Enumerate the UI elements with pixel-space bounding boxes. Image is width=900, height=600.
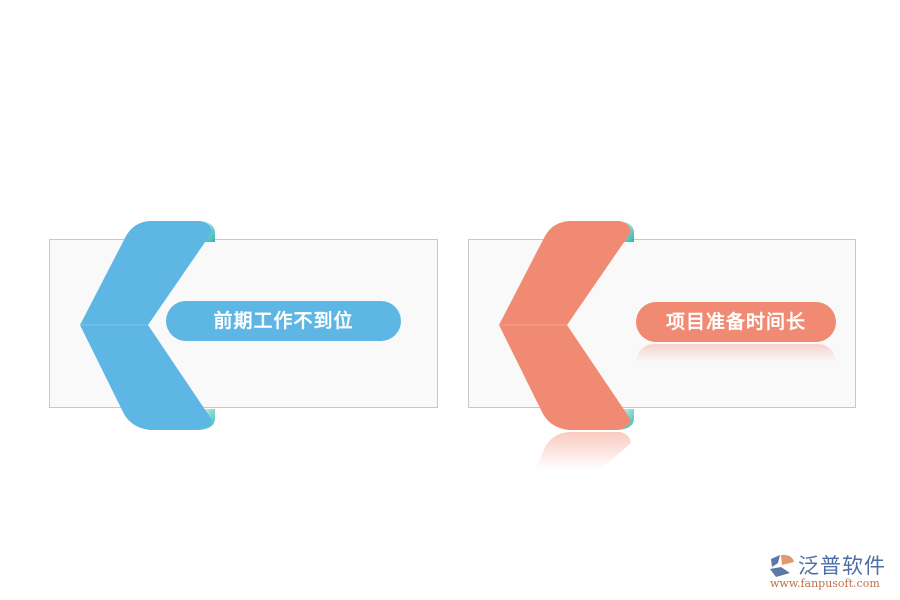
brand-logo: 泛普软件 www.fanpusoft.com bbox=[768, 553, 894, 595]
logo-name: 泛普软件 bbox=[798, 554, 886, 578]
label-pill-2: 项目准备时间长 bbox=[636, 302, 836, 342]
fanpu-logo-icon bbox=[770, 554, 794, 577]
label-pill-2-reflection bbox=[636, 344, 836, 362]
label-pill-1: 前期工作不到位 bbox=[166, 301, 401, 341]
logo-url: www.fanpusoft.com bbox=[770, 577, 880, 590]
